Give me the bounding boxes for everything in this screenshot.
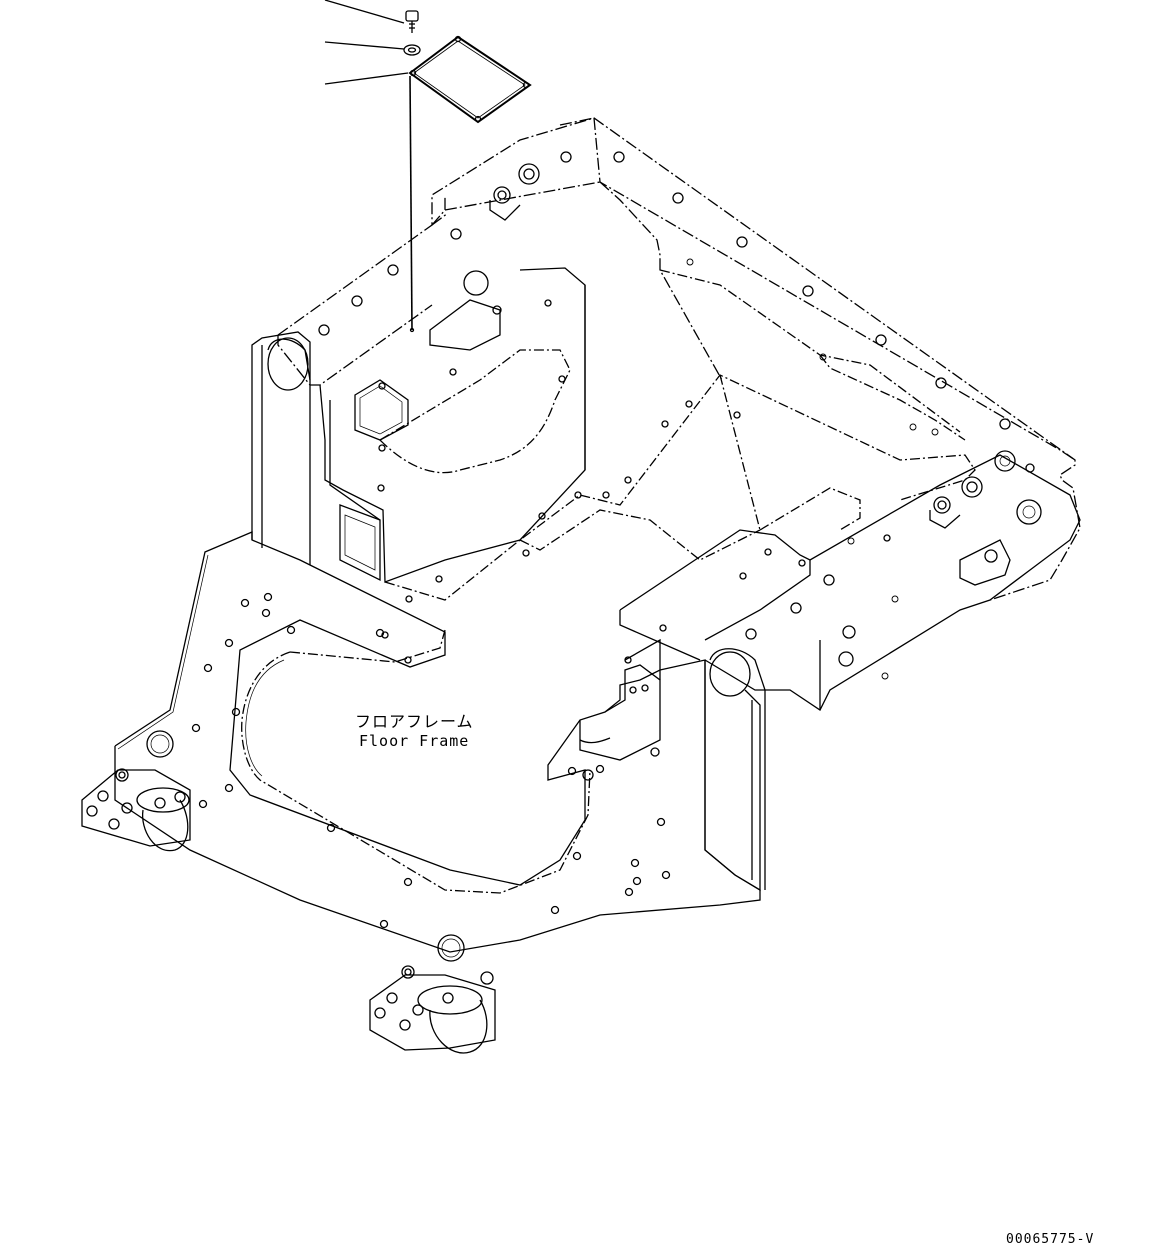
leader-cover-plate	[325, 73, 408, 84]
part-label-jp: フロアフレーム	[355, 712, 474, 731]
floor-pan	[385, 270, 975, 600]
rear-panel	[320, 268, 585, 582]
leader-bolt	[325, 0, 404, 23]
detail-marks	[687, 259, 938, 679]
drawing-number: 00065775-V	[1006, 1232, 1095, 1247]
cab-frame-top	[278, 118, 1080, 600]
center-bracket	[580, 640, 660, 780]
cab-frame-holes	[319, 152, 1034, 472]
floor-pan-holes	[382, 401, 740, 663]
left-pillar	[252, 332, 310, 565]
cover-plate-icon	[410, 37, 530, 123]
right-pillar	[705, 649, 765, 890]
bolt-icon	[406, 11, 418, 33]
leader-washer	[325, 42, 404, 49]
rear-mount-bolts	[490, 164, 982, 528]
floor-frame-plate	[115, 532, 760, 961]
mount-bracket-center	[370, 966, 495, 1053]
part-label-en: Floor Frame	[359, 732, 470, 750]
washer-icon	[404, 45, 420, 55]
callout-leaders	[325, 0, 408, 84]
right-cross-beam	[620, 451, 1080, 710]
cover-mount-line	[410, 76, 414, 332]
mount-bracket-left	[82, 769, 190, 851]
